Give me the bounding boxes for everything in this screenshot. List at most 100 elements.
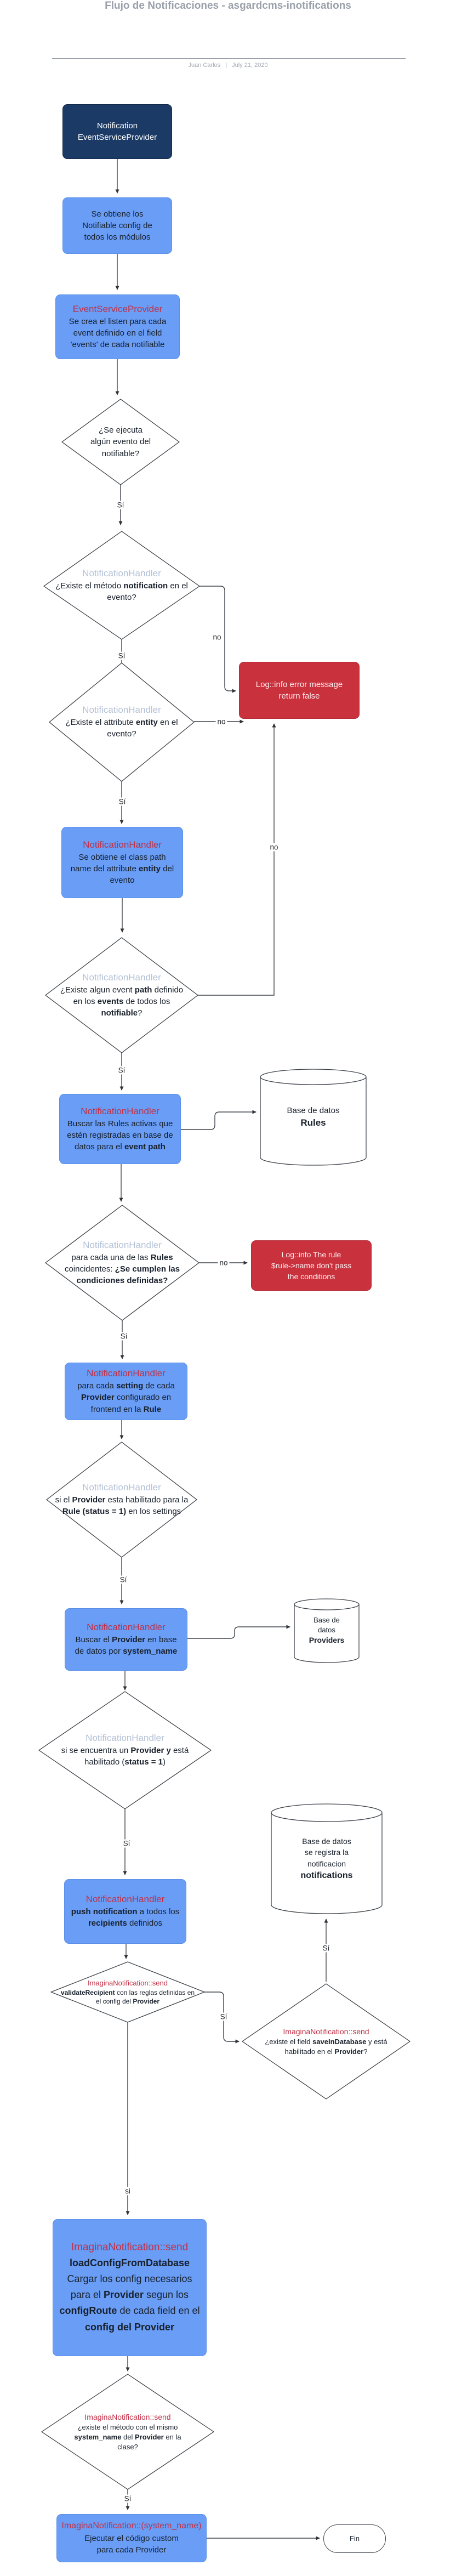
process-event-service-provider-listen: EventServiceProvider Se crea el listen p… (55, 294, 180, 359)
decision-text: validateRecipient con las reglas definid… (60, 1988, 195, 2006)
decision-eventpath-text: NotificationHandler ¿Existe algun event … (45, 938, 198, 1053)
db-line2: se registra la (304, 1848, 349, 1857)
decision-title: ImaginaNotification::send (283, 2027, 369, 2036)
edge-label-si-10: Sí (122, 2494, 133, 2503)
decision-entity-shape (49, 662, 195, 782)
process-obtain-notifiable-config: Se obtiene los Notifiable config de todo… (62, 197, 172, 254)
decision-provider-found-shape (38, 1691, 212, 1809)
log-error-message-node: Log::info error message return false (239, 662, 360, 719)
db-line1: Base de (314, 1616, 340, 1625)
edge-dpath-no-log (198, 723, 276, 996)
edge-label-no-3: no (268, 843, 280, 852)
start-node-event-service-provider: Notification EventServiceProvider (62, 104, 172, 159)
database-shape-group (260, 1069, 383, 1914)
decision-text: ¿Existe el método notification en el eve… (55, 581, 188, 602)
decision-text: para cada una de las Rules coincidentes:… (64, 1252, 180, 1286)
node-text: Buscar el Provider en base de datos por … (75, 1635, 178, 1656)
author-name: Juan Carlos (188, 62, 221, 69)
decision-system-name-method-text: ImaginaNotification::send ¿existe el mét… (42, 2374, 214, 2489)
doc-date: July 21, 2020 (232, 62, 268, 69)
edge-dmethod-no-log (200, 586, 236, 693)
node-title: NotificationHandler (83, 839, 162, 850)
edge-label-si-9: Sí (218, 2012, 229, 2021)
node-title: ImaginaNotification::(system_name) (61, 2521, 202, 2531)
decision-method-text: NotificationHandler ¿Existe el método no… (44, 531, 200, 639)
edge-label-si-8: Sí (321, 1944, 332, 1953)
decision-text: ¿existe el field saveInDatabase y está h… (265, 2037, 387, 2056)
decision-title: NotificationHandler (86, 1733, 164, 1744)
start-node-line2: EventServiceProvider (77, 133, 157, 142)
decision-save-in-database-text: ImaginaNotification::send ¿existe el fie… (242, 1984, 410, 2099)
process-push-notification: NotificationHandler push notification a … (64, 1879, 186, 1944)
edge-label-si-6: Sí (118, 1575, 129, 1584)
db-line4: notifications (300, 1870, 353, 1880)
database-providers-text: Base de datos Providers (294, 1599, 359, 1663)
decision-eventpath-shape (45, 937, 198, 1053)
decision-text: si se encuentra un Provider y está habil… (61, 1746, 189, 1767)
node-text: para cada setting de cada Provider confi… (77, 1381, 175, 1414)
node-title: NotificationHandler (87, 1622, 166, 1633)
decision-text: ¿Existe algun event path definido en los… (60, 985, 184, 1018)
decision-title: NotificationHandler (82, 705, 161, 716)
process-find-active-rules: NotificationHandler Buscar las Rules act… (59, 1094, 181, 1164)
db-line2: Rules (300, 1117, 326, 1128)
decision-text: ¿existe el método con el mismo system_na… (74, 2422, 181, 2452)
edge-label-si-7: Sí (121, 1839, 132, 1848)
database-providers-body (294, 1604, 360, 1663)
node-text: Ejecutar el código custom para cada Prov… (84, 2534, 179, 2555)
edge-label-si-4: Sí (116, 1066, 127, 1075)
edge-label-si-3: Sí (117, 797, 128, 806)
decision-event-text: ¿Se ejecuta algún evento del notifiable? (62, 399, 179, 485)
edge-findprovider-dbproviders (187, 1625, 290, 1639)
db-line2: datos (318, 1626, 335, 1635)
db-line1: Base de datos (302, 1836, 351, 1846)
node-title: ImaginaNotification::send (71, 2242, 189, 2254)
log-line2: $rule->name don't pass (271, 1261, 352, 1270)
log-line1: Log::info The rule (281, 1250, 341, 1259)
log-rule-conditions-node: Log::info The rule $rule->name don't pas… (251, 1240, 372, 1291)
edge-label-si-2: Sí (116, 651, 127, 660)
decision-title: NotificationHandler (82, 972, 161, 983)
decision-provider-found-text: NotificationHandler si se encuentra un P… (39, 1692, 211, 1809)
title-underline (52, 58, 406, 59)
decision-provider-enabled-shape (46, 1442, 197, 1558)
log-line2: return false (278, 691, 320, 701)
header: Flujo de Notificaciones - asgardcms-inot… (0, 0, 456, 12)
terminator-fin: Fin (323, 2524, 386, 2553)
connector-group (115, 159, 328, 2540)
node-text: Se obtiene el class path name del attrib… (70, 852, 174, 886)
decision-conditions-shape (45, 1205, 200, 1321)
database-notifications-text: Base de datos se registra la notificacio… (271, 1804, 382, 1914)
decision-validate-recipient-text: ImaginaNotification::send validateRecipi… (51, 1962, 204, 2022)
decision-title: NotificationHandler (82, 568, 161, 578)
database-notifications-body (271, 1813, 383, 1914)
edge-label-no-2: no (215, 717, 227, 726)
node-text: push notification a todos los recipients… (71, 1907, 180, 1928)
decision-text: ¿Se ejecuta algún evento del notifiable? (90, 425, 151, 458)
database-providers-top (294, 1598, 360, 1610)
database-notifications-top (271, 1803, 383, 1822)
node-text: Se crea el listen para cada event defini… (69, 316, 167, 350)
process-each-provider-setting: NotificationHandler para cada setting de… (65, 1363, 187, 1420)
decision-text: si el Provider esta habilitado para la R… (55, 1495, 189, 1517)
decision-event-shape (61, 399, 180, 485)
start-node-line1: Notification (96, 121, 138, 130)
decision-title: ImaginaNotification::send (84, 2412, 171, 2421)
process-get-class-path: NotificationHandler Se obtiene el class … (61, 827, 183, 898)
decision-title: ImaginaNotification::send (88, 1978, 168, 1987)
edge-label-no-1: no (211, 633, 223, 642)
database-rules-body (260, 1077, 367, 1166)
decision-text: ¿Existe el attribute entity en el evento… (65, 718, 178, 739)
node-text: Se obtiene los Notifiable config de todo… (82, 209, 152, 242)
decision-entity-text: NotificationHandler ¿Existe el attribute… (49, 663, 194, 781)
edge-label-si-lower: si (123, 2187, 132, 2195)
decision-validate-recipient-shape (50, 1961, 205, 2023)
fin-label: Fin (349, 2534, 360, 2543)
log-line3: the conditions (287, 1272, 335, 1281)
edge-label-si-5: Sí (118, 1332, 129, 1341)
decision-save-in-database-shape (242, 1983, 411, 2100)
decision-title: NotificationHandler (82, 1482, 161, 1493)
decision-title: NotificationHandler (83, 1239, 162, 1250)
database-rules-text: Base de datos Rules (260, 1069, 366, 1165)
